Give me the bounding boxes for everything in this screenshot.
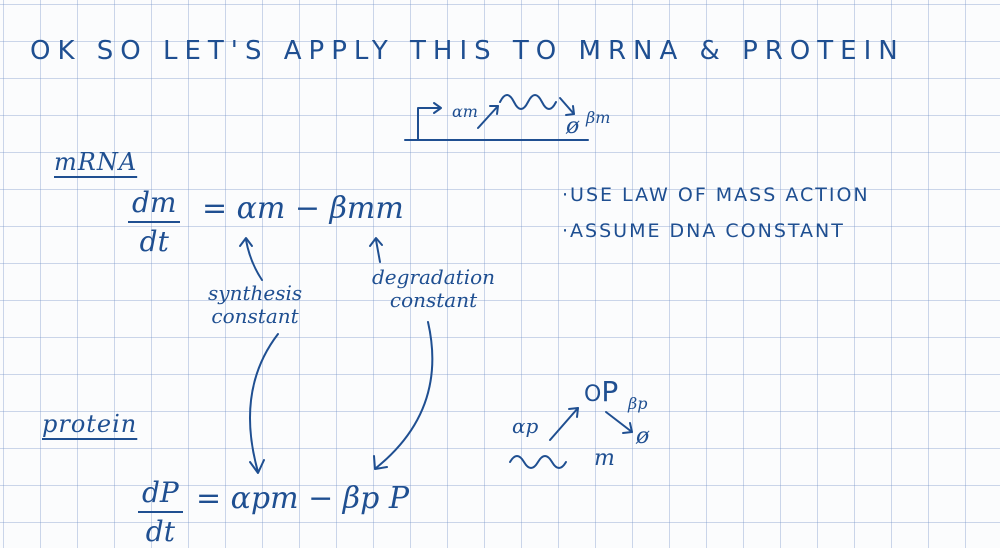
mrna-derivative-denominator: dt <box>139 225 169 258</box>
degradation-pointer-head <box>369 237 383 247</box>
protein-null-symbol: ø <box>636 424 650 449</box>
protein-degradation-arrow <box>605 411 633 433</box>
degradation-label-line-2: constant <box>389 288 478 312</box>
degradation-pointer-arrow <box>375 239 381 263</box>
synthesis-to-protein-arrow <box>249 333 279 473</box>
protein-mrna-squiggle-icon <box>509 455 567 469</box>
promoter-arrow <box>417 107 441 141</box>
translation-arrow <box>549 407 579 441</box>
protein-derivative-denominator: dt <box>145 515 175 548</box>
gene-beta-label: βm <box>586 108 611 127</box>
bullet-mass-action: ·USE LAW OF MASS ACTION <box>562 184 870 206</box>
protein-degradation-arrow-head <box>622 422 633 434</box>
protein-P-text: P <box>601 375 619 408</box>
protein-P-label: OP <box>584 375 619 408</box>
synthesis-constant-label: synthesis constant <box>208 282 302 328</box>
protein-beta-label: βp <box>628 394 648 413</box>
protein-equation-rhs: = αpm − βp P <box>196 481 410 516</box>
promoter-arrow-head <box>433 102 442 114</box>
page-title: OK SO LET'S APPLY THIS TO MRNA & PROTEIN <box>30 36 905 66</box>
bullet-dna-constant: ·ASSUME DNA CONSTANT <box>562 220 845 242</box>
mrna-derivative-numerator: dm <box>128 186 181 223</box>
protein-heading: protein <box>42 410 138 438</box>
degradation-to-protein-arrow <box>375 321 434 469</box>
synthesis-pointer-head <box>239 237 253 247</box>
synthesis-arrow <box>477 105 499 129</box>
synthesis-label-line-2: constant <box>211 304 299 328</box>
mrna-equation-rhs: = αm − βmm <box>202 191 404 226</box>
synthesis-pointer-arrow <box>245 239 263 281</box>
mrna-heading: mRNA <box>54 148 138 176</box>
degradation-label-line-1: degradation <box>372 265 496 289</box>
protein-derivative-numerator: dP <box>138 476 183 513</box>
mrna-derivative: dm dt <box>128 186 181 258</box>
protein-m-label: m <box>594 446 615 471</box>
synthesis-arrow-head <box>489 105 499 115</box>
translation-arrow-head <box>568 407 579 418</box>
mrna-squiggle-icon <box>499 94 557 110</box>
degradation-arrow <box>559 97 575 115</box>
synthesis-label-line-1: synthesis <box>208 281 303 305</box>
degradation-arrow-head <box>565 105 575 116</box>
protein-alpha-label: αp <box>512 414 539 438</box>
synthesis-to-protein-head <box>249 459 265 474</box>
gene-alpha-label: αm <box>452 102 478 121</box>
protein-derivative: dP dt <box>138 476 183 548</box>
degradation-constant-label: degradation constant <box>372 266 495 312</box>
degradation-to-protein-head <box>373 455 388 470</box>
null-symbol: ø <box>566 114 580 139</box>
